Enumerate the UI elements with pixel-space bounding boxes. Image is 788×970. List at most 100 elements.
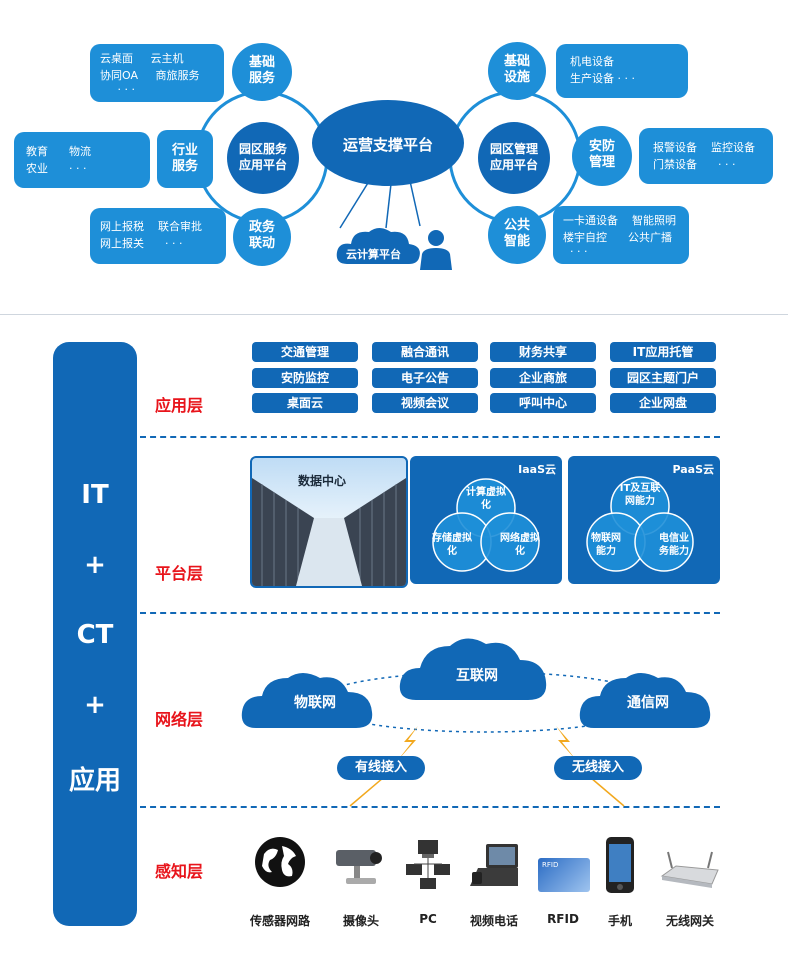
node-public-l1: 公共 [503, 218, 530, 233]
layer-divider-3 [140, 806, 720, 808]
video-phone-icon [470, 844, 518, 886]
node-security-l2: 管理 [588, 155, 615, 170]
cloud-internet-label: 互联网 [456, 668, 498, 684]
app-item-security-monitor: 安防监控 [252, 368, 358, 388]
node-basic-service-l2: 服务 [248, 71, 275, 86]
sidebar-plus-2: + [84, 690, 106, 720]
sidebar-it: IT [81, 480, 109, 510]
node-infrastructure-l1: 基础 [503, 54, 530, 69]
left-hub-line-2: 应用平台 [238, 158, 287, 172]
box-basic-service-l2: 协同OA 商旅服务 [100, 69, 200, 82]
paas-it-l2: 网能力 [625, 496, 655, 507]
box-public-l3: · · · [563, 245, 588, 258]
wireless-access-pill: 无线接入 [554, 756, 642, 780]
node-basic-service: 基础 服务 [232, 43, 292, 101]
label-network-layer: 网络层 [155, 710, 204, 729]
box-government-l2: 网上报关 · · · [100, 237, 183, 250]
mobile-phone-icon [606, 837, 634, 893]
cloud-telecom-label: 通信网 [627, 695, 669, 711]
node-public: 公共 智能 [488, 206, 546, 264]
node-industry-service-l2: 服务 [171, 159, 198, 174]
datacenter-label: 数据中心 [298, 474, 347, 488]
node-public-l2: 智能 [503, 234, 530, 249]
app-item-finance: 财务共享 [490, 342, 596, 362]
iaas-compute-l2: 化 [481, 500, 491, 511]
box-infrastructure-l2: 生产设备 · · · [570, 72, 635, 85]
network-diagram [241, 638, 711, 807]
iaas-title: IaaS云 [518, 463, 556, 476]
app-item-fusion-comm: 融合通讯 [372, 342, 478, 362]
app-item-cloud-disk: 企业网盘 [610, 393, 716, 413]
cloud-computing-icon [336, 228, 420, 264]
section-divider [0, 314, 788, 315]
right-hub-line-2: 应用平台 [489, 158, 538, 172]
app-item-e-bulletin: 电子公告 [372, 368, 478, 388]
device-label-rfid: RFID [547, 912, 579, 926]
wired-access-pill: 有线接入 [337, 756, 425, 780]
box-government-l1: 网上报税 联合审批 [100, 220, 202, 233]
camera-icon [336, 850, 382, 884]
app-item-desktop-cloud: 桌面云 [252, 393, 358, 413]
box-industry-service-l2: 农业 · · · [26, 162, 87, 175]
box-basic-service-l3: · · · [100, 83, 135, 96]
box-basic-service-l1: 云桌面 云主机 [100, 52, 184, 65]
device-label-wireless-gateway: 无线网关 [665, 914, 714, 928]
node-basic-service-l1: 基础 [248, 55, 275, 70]
right-hub: 园区管理 应用平台 [478, 122, 550, 194]
paas-title: PaaS云 [672, 463, 714, 476]
device-label-sensor-network: 传感器网路 [249, 914, 310, 928]
box-infrastructure: 机电设备 生产设备 · · · [556, 44, 688, 98]
server-rack-image [252, 478, 406, 586]
node-infrastructure-l2: 设施 [503, 70, 530, 85]
paas-venn [586, 476, 694, 572]
it-ct-sidebar: IT + CT + 应用 [53, 342, 137, 926]
wired-access-label: 有线接入 [354, 760, 407, 775]
node-infrastructure: 基础 设施 [488, 42, 546, 100]
wireless-access-label: 无线接入 [571, 760, 624, 775]
center-platform-label: 运营支撑平台 [342, 136, 433, 154]
node-security-l1: 安防 [588, 139, 615, 154]
node-government: 政务 联动 [233, 208, 291, 266]
app-item-call-center: 呼叫中心 [490, 393, 596, 413]
box-industry-service-l1: 教育 物流 [26, 145, 91, 158]
center-platform: 运营支撑平台 [312, 100, 464, 186]
box-security-l1: 报警设备 监控设备 [653, 141, 755, 154]
node-industry-service-l1: 行业 [171, 143, 198, 158]
paas-iot-l1: 物联网 [591, 533, 621, 544]
person-icon [420, 230, 452, 270]
node-government-l2: 联动 [248, 236, 275, 251]
box-government: 网上报税 联合审批 网上报关 · · · [90, 208, 226, 264]
box-basic-service: 云桌面 云主机 协同OA 商旅服务 · · · [90, 44, 224, 102]
label-app-layer: 应用层 [155, 396, 204, 415]
label-platform-layer: 平台层 [155, 564, 204, 583]
pc-icon [406, 840, 450, 889]
paas-telecom-l2: 务能力 [659, 546, 689, 557]
right-hub-line-1: 园区管理 [489, 142, 538, 156]
sidebar-ct: CT [76, 620, 114, 650]
app-item-traffic: 交通管理 [252, 342, 358, 362]
box-infrastructure-l1: 机电设备 [570, 55, 614, 68]
iaas-network-l1: 网络虚拟 [500, 533, 540, 544]
node-industry-service: 行业 服务 [157, 130, 213, 188]
box-industry-service: 教育 物流 农业 · · · [14, 132, 150, 188]
left-hub: 园区服务 应用平台 [227, 122, 299, 194]
left-hub-line-1: 园区服务 [238, 142, 287, 156]
app-item-it-hosting: IT应用托管 [610, 342, 716, 362]
paas-telecom-l1: 电信业 [659, 533, 689, 544]
device-label-mobile: 手机 [607, 914, 632, 928]
sidebar-app: 应用 [68, 766, 121, 796]
wireless-gateway-icon [660, 851, 719, 888]
rfid-card-icon: RFID [538, 858, 590, 892]
iaas-network-l2: 化 [515, 546, 525, 557]
globe-icon [255, 837, 305, 887]
iaas-storage-l1: 存储虚拟 [432, 533, 472, 544]
sidebar-plus-1: + [84, 550, 106, 580]
datacenter-panel: 数据中心 [250, 456, 408, 588]
iaas-compute-l1: 计算虚拟 [466, 487, 506, 498]
node-government-l1: 政务 [248, 220, 275, 235]
paas-iot-l2: 能力 [596, 546, 616, 557]
iaas-venn [432, 478, 540, 572]
layer-divider-2 [140, 612, 720, 614]
app-item-park-portal: 园区主题门户 [610, 368, 716, 388]
box-public-l2: 楼宇自控 公共广播 [563, 231, 672, 244]
